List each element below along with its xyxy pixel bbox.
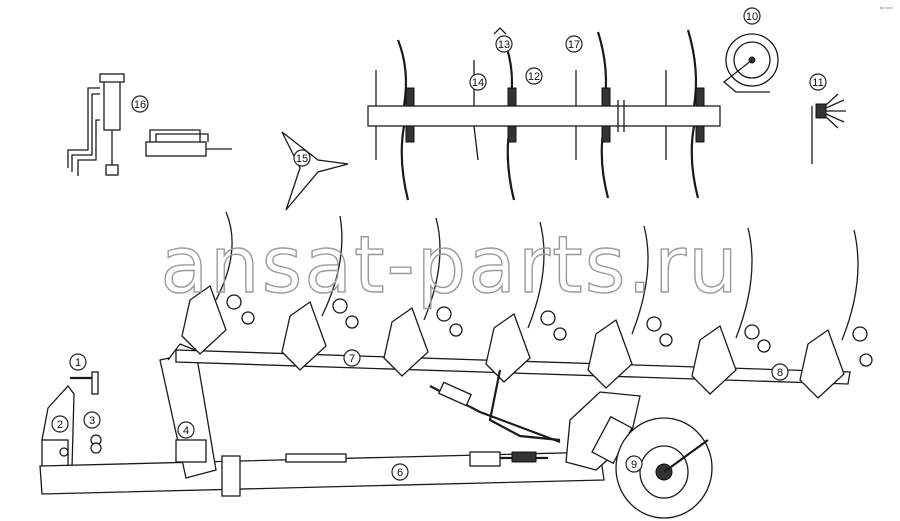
callout-2: 2	[51, 415, 69, 433]
svg-text:2: 2	[57, 419, 63, 431]
callout-17: 17	[565, 35, 583, 53]
washer-part	[90, 434, 102, 454]
main-drawbar	[39, 451, 605, 497]
callout-13: 13	[495, 35, 513, 53]
turnover-column	[159, 343, 217, 479]
svg-text:17: 17	[568, 39, 580, 51]
svg-text:1: 1	[75, 357, 81, 369]
svg-text:8: 8	[777, 367, 783, 379]
callout-7: 7	[343, 349, 361, 367]
transport-wheel	[615, 417, 713, 519]
callout-12: 12	[525, 67, 543, 85]
svg-text:16: 16	[134, 99, 146, 111]
callout-1: 1	[69, 353, 87, 371]
svg-text:9: 9	[631, 459, 637, 471]
callout-10: 10	[743, 7, 761, 25]
svg-text:6: 6	[397, 467, 403, 479]
callout-8: 8	[771, 363, 789, 381]
svg-text:4: 4	[183, 425, 189, 437]
callout-3: 3	[83, 411, 101, 429]
tine-frame-detail	[367, 27, 721, 201]
svg-text:11: 11	[812, 77, 823, 89]
linkage	[429, 369, 641, 471]
plow-bodies	[181, 211, 873, 399]
callout-15: 15	[293, 149, 311, 167]
svg-text:14: 14	[472, 77, 484, 89]
svg-text:13: 13	[498, 39, 510, 51]
svg-text:15: 15	[296, 153, 308, 165]
callout-14: 14	[469, 73, 487, 91]
share-blade-part	[281, 131, 349, 211]
depth-wheel-detail	[722, 33, 779, 93]
svg-text:7: 7	[349, 353, 355, 365]
corner-code: ᵖᵖ ᵒᵒᵒᵒ	[880, 6, 893, 12]
hydraulic-cylinder-part	[67, 73, 232, 176]
svg-text:12: 12	[528, 71, 540, 83]
watermark: ansat-parts.ru	[160, 221, 739, 311]
callout-4: 4	[177, 421, 195, 439]
callout-11: 11	[809, 73, 827, 91]
callout-6: 6	[391, 463, 409, 481]
callout-16: 16	[131, 95, 149, 113]
pin-part	[70, 371, 99, 395]
svg-text:3: 3	[89, 415, 95, 427]
svg-text:10: 10	[746, 11, 758, 23]
callout-9: 9	[625, 455, 643, 473]
lamp-detail	[811, 93, 846, 164]
